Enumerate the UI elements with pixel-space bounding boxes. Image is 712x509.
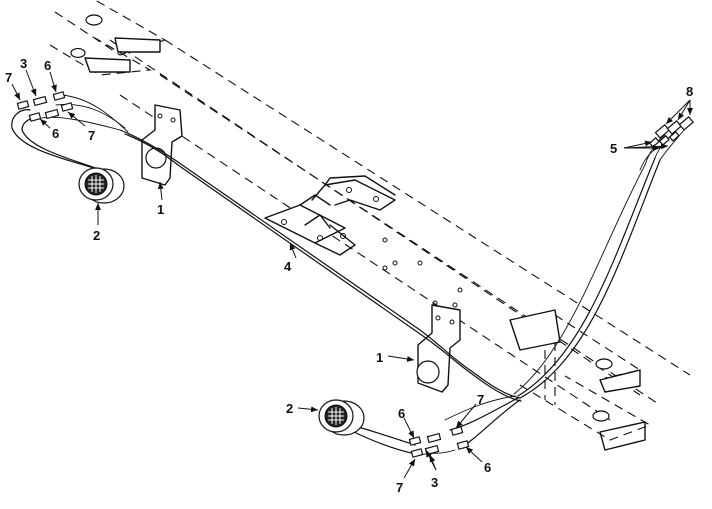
callout-7-left-top: 7: [5, 70, 12, 85]
callout-3-left: 3: [20, 56, 27, 71]
callout-8-bundle: 8: [686, 84, 693, 99]
callout-4-harness: 4: [284, 259, 292, 274]
callout-7-left-bottom: 7: [88, 128, 95, 143]
lamp-assembly-left: [11, 91, 129, 204]
callout-1-right: 1: [376, 350, 383, 365]
callout-1-left: 1: [157, 202, 164, 217]
trailer-frame: [49, 0, 691, 451]
connector-bundle: [639, 115, 695, 171]
callout-6-right-top: 6: [398, 406, 405, 421]
callout-3-right: 3: [431, 475, 438, 490]
callout-6-left-bottom: 6: [52, 126, 59, 141]
callout-5-bundle: 5: [610, 141, 617, 156]
callout-labels: 7 3 6 6 7 2 1 4 1 2 6 7 3 7 6 5 8: [5, 56, 693, 495]
callout-2-right: 2: [286, 401, 293, 416]
mounting-bracket-right: [416, 304, 461, 393]
callout-7-right-bottom: 7: [396, 480, 403, 495]
callout-leaders: [11, 69, 693, 479]
wiring-harness: [119, 129, 661, 449]
callout-2-left: 2: [93, 228, 100, 243]
callout-6-left-top: 6: [44, 58, 51, 73]
callout-7-right-top: 7: [477, 392, 484, 407]
callout-6-right-bottom: 6: [484, 460, 491, 475]
lamp-assembly-right: [318, 399, 470, 458]
mounting-bracket-left: [141, 104, 183, 186]
